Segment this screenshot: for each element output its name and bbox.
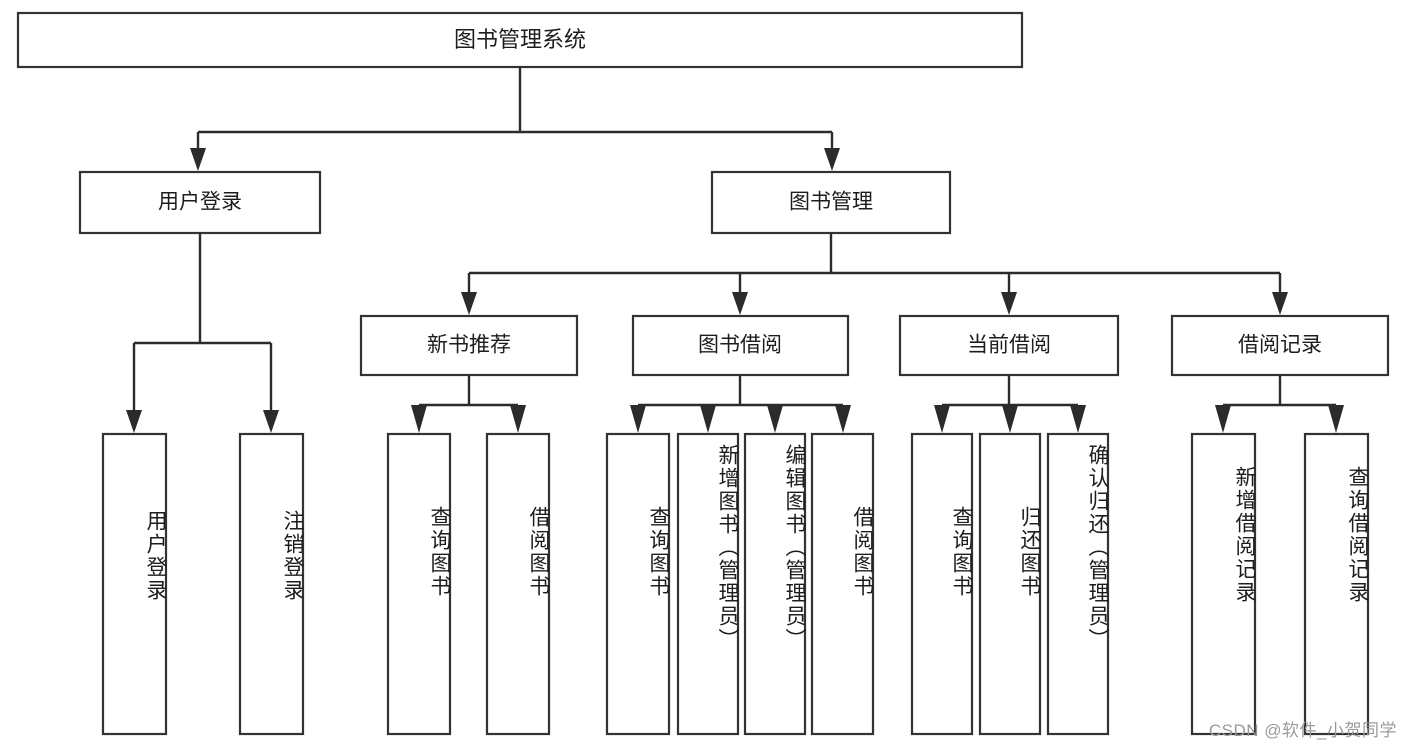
arrowhead-bb-edit-book xyxy=(767,405,783,433)
leaf-box-nbr-borrow-book[interactable] xyxy=(485,432,551,736)
arrowhead-book-mgmt xyxy=(824,148,840,171)
node-new-book-recommend[interactable]: 新书推荐 xyxy=(359,314,579,377)
connector-group-book-borrow xyxy=(630,375,851,433)
arrowhead-nbr-query-book xyxy=(411,405,427,433)
node-new-book-recommend-label: 新书推荐 xyxy=(427,334,511,357)
connector-group-user-login xyxy=(126,233,279,433)
arrowhead-cb-confirm-return xyxy=(1070,405,1086,433)
leaf-box-bb-borrow-book[interactable] xyxy=(810,432,875,736)
node-new-book-recommend-box xyxy=(359,314,579,377)
connector-group-root xyxy=(190,67,840,171)
node-book-borrow-box xyxy=(631,314,850,377)
arrowhead-borrow-record xyxy=(1272,292,1288,315)
node-root-label: 图书管理系统 xyxy=(454,27,586,52)
leaf-box-nbr-query-book[interactable] xyxy=(386,432,452,736)
connector-group-current-borrow xyxy=(934,375,1086,433)
leaf-box-bb-add-book[interactable] xyxy=(676,432,740,736)
arrowhead-current-borrow xyxy=(1001,292,1017,315)
arrowhead-cb-return-book xyxy=(1002,405,1018,433)
arrowhead-bb-borrow-book xyxy=(835,405,851,433)
node-book-management[interactable]: 图书管理 xyxy=(710,170,952,235)
leaf-box-user-login[interactable] xyxy=(101,432,168,736)
node-borrow-record-box xyxy=(1170,314,1390,377)
node-root-system[interactable]: 图书管理系统 xyxy=(16,11,1024,69)
arrowhead-bb-add-book xyxy=(700,405,716,433)
node-current-borrow[interactable]: 当前借阅 xyxy=(898,314,1120,377)
leaf-box-cb-return-book[interactable] xyxy=(978,432,1042,736)
arrowhead-bb-query-book xyxy=(630,405,646,433)
arrowhead-new-book-rec xyxy=(461,292,477,315)
leaf-box-br-add-record[interactable] xyxy=(1190,432,1257,736)
node-book-management-label: 图书管理 xyxy=(789,191,873,214)
node-book-management-box xyxy=(710,170,952,235)
arrowhead-leaf-user-login xyxy=(126,410,142,433)
node-user-login-box xyxy=(78,170,322,235)
node-user-login-label: 用户登录 xyxy=(158,191,242,214)
node-root-box xyxy=(16,11,1024,69)
arrowhead-user-login xyxy=(190,148,206,171)
arrowhead-br-add-record xyxy=(1215,405,1231,433)
node-borrow-record-label: 借阅记录 xyxy=(1238,334,1322,357)
arrowhead-book-borrow xyxy=(732,292,748,315)
connector-group-book-mgmt xyxy=(461,233,1288,315)
leaf-box-bb-edit-book[interactable] xyxy=(743,432,807,736)
leaf-box-cb-query-book[interactable] xyxy=(910,432,974,736)
arrowhead-br-query-record xyxy=(1328,405,1344,433)
csdn-watermark: CSDN @软件_小贺同学 xyxy=(1208,721,1397,740)
arrowhead-cb-query-book xyxy=(934,405,950,433)
node-user-login[interactable]: 用户登录 xyxy=(78,170,322,235)
leaf-box-br-query-record[interactable] xyxy=(1303,432,1370,736)
leaf-boxes xyxy=(101,432,1370,736)
arrowhead-leaf-logout xyxy=(263,410,279,433)
leaf-box-cb-confirm-return[interactable] xyxy=(1046,432,1110,736)
connector-group-new-book-rec xyxy=(411,375,526,433)
node-book-borrow[interactable]: 图书借阅 xyxy=(631,314,850,377)
node-current-borrow-box xyxy=(898,314,1120,377)
node-borrow-record[interactable]: 借阅记录 xyxy=(1170,314,1390,377)
node-current-borrow-label: 当前借阅 xyxy=(967,334,1051,357)
arrowhead-nbr-borrow-book xyxy=(510,405,526,433)
leaf-box-bb-query-book[interactable] xyxy=(605,432,671,736)
node-book-borrow-label: 图书借阅 xyxy=(698,334,782,357)
leaf-box-logout[interactable] xyxy=(238,432,305,736)
connector-group-borrow-record xyxy=(1215,375,1344,433)
